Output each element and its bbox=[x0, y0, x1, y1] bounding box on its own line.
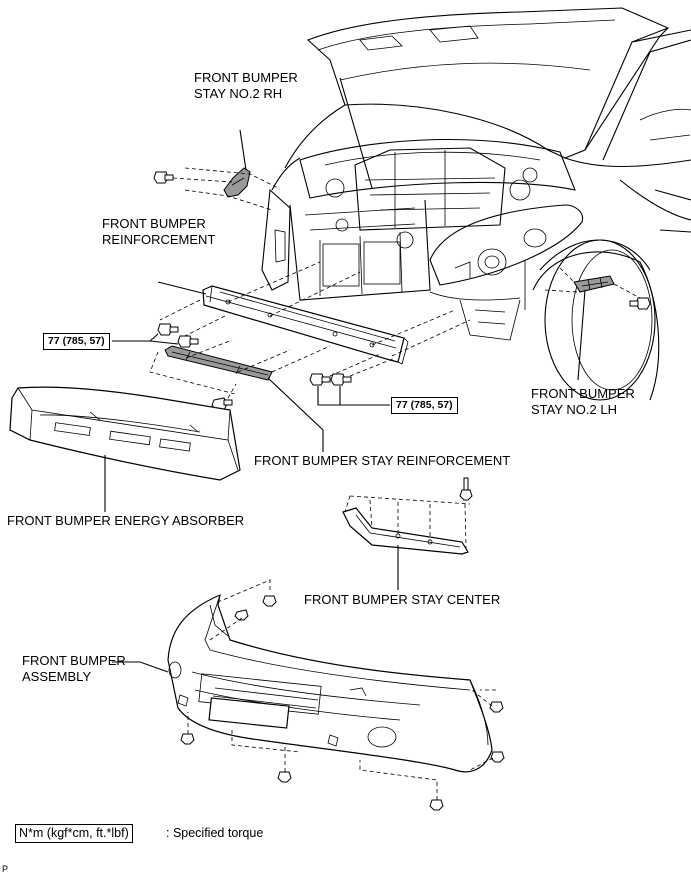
label-reinforcement: FRONT BUMPER REINFORCEMENT bbox=[102, 216, 215, 248]
label-energy-absorber: FRONT BUMPER ENERGY ABSORBER bbox=[7, 513, 245, 528]
reinforcement-bolts-left bbox=[157, 323, 199, 348]
stay-no2-rh-part bbox=[223, 129, 251, 198]
torque-spec-left: 77 (785, 57) bbox=[43, 333, 110, 350]
reinforcement-part bbox=[202, 285, 409, 365]
bumper-assembly-part bbox=[167, 593, 493, 773]
reinforcement-bolts-right bbox=[309, 373, 352, 386]
stay-lh-bolt bbox=[629, 297, 651, 310]
legend-description: : Specified torque bbox=[166, 826, 264, 840]
label-assembly: FRONT BUMPER ASSEMBLY bbox=[22, 653, 126, 685]
torque-spec-right: 77 (785, 57) bbox=[391, 397, 458, 414]
stay-center-part bbox=[342, 507, 469, 555]
label-reinforcement-line1: FRONT BUMPER bbox=[102, 216, 206, 231]
label-assembly-line1: FRONT BUMPER bbox=[22, 653, 126, 668]
label-stay-no2-rh-line1: FRONT BUMPER bbox=[194, 70, 298, 85]
corner-mark: P bbox=[2, 864, 9, 874]
label-stay-no2-rh: FRONT BUMPER STAY NO.2 RH bbox=[194, 70, 298, 102]
label-stay-no2-rh-line2: STAY NO.2 RH bbox=[194, 86, 283, 101]
label-stay-no2-lh-line1: FRONT BUMPER bbox=[531, 386, 635, 401]
label-reinforcement-line2: REINFORCEMENT bbox=[102, 232, 216, 247]
label-stay-reinforcement: FRONT BUMPER STAY REINFORCEMENT bbox=[254, 453, 511, 468]
stay-center-clip bbox=[459, 477, 473, 501]
vehicle-outline bbox=[261, 7, 691, 401]
label-stay-center: FRONT BUMPER STAY CENTER bbox=[304, 592, 501, 607]
energy-absorber-part bbox=[9, 386, 241, 481]
bumper-assembly-fasteners bbox=[180, 595, 505, 811]
stay-reinforcement-part bbox=[164, 345, 273, 381]
stay-rh-bolt bbox=[153, 171, 174, 184]
stay-reinforcement-clip bbox=[211, 397, 233, 411]
label-stay-no2-lh: FRONT BUMPER STAY NO.2 LH bbox=[531, 386, 635, 418]
label-stay-no2-lh-line2: STAY NO.2 LH bbox=[531, 402, 617, 417]
label-assembly-line2: ASSEMBLY bbox=[22, 669, 92, 684]
stay-no2-lh-part bbox=[573, 275, 615, 293]
legend-torque-unit: N*m (kgf*cm, ft.*lbf) bbox=[15, 824, 133, 843]
